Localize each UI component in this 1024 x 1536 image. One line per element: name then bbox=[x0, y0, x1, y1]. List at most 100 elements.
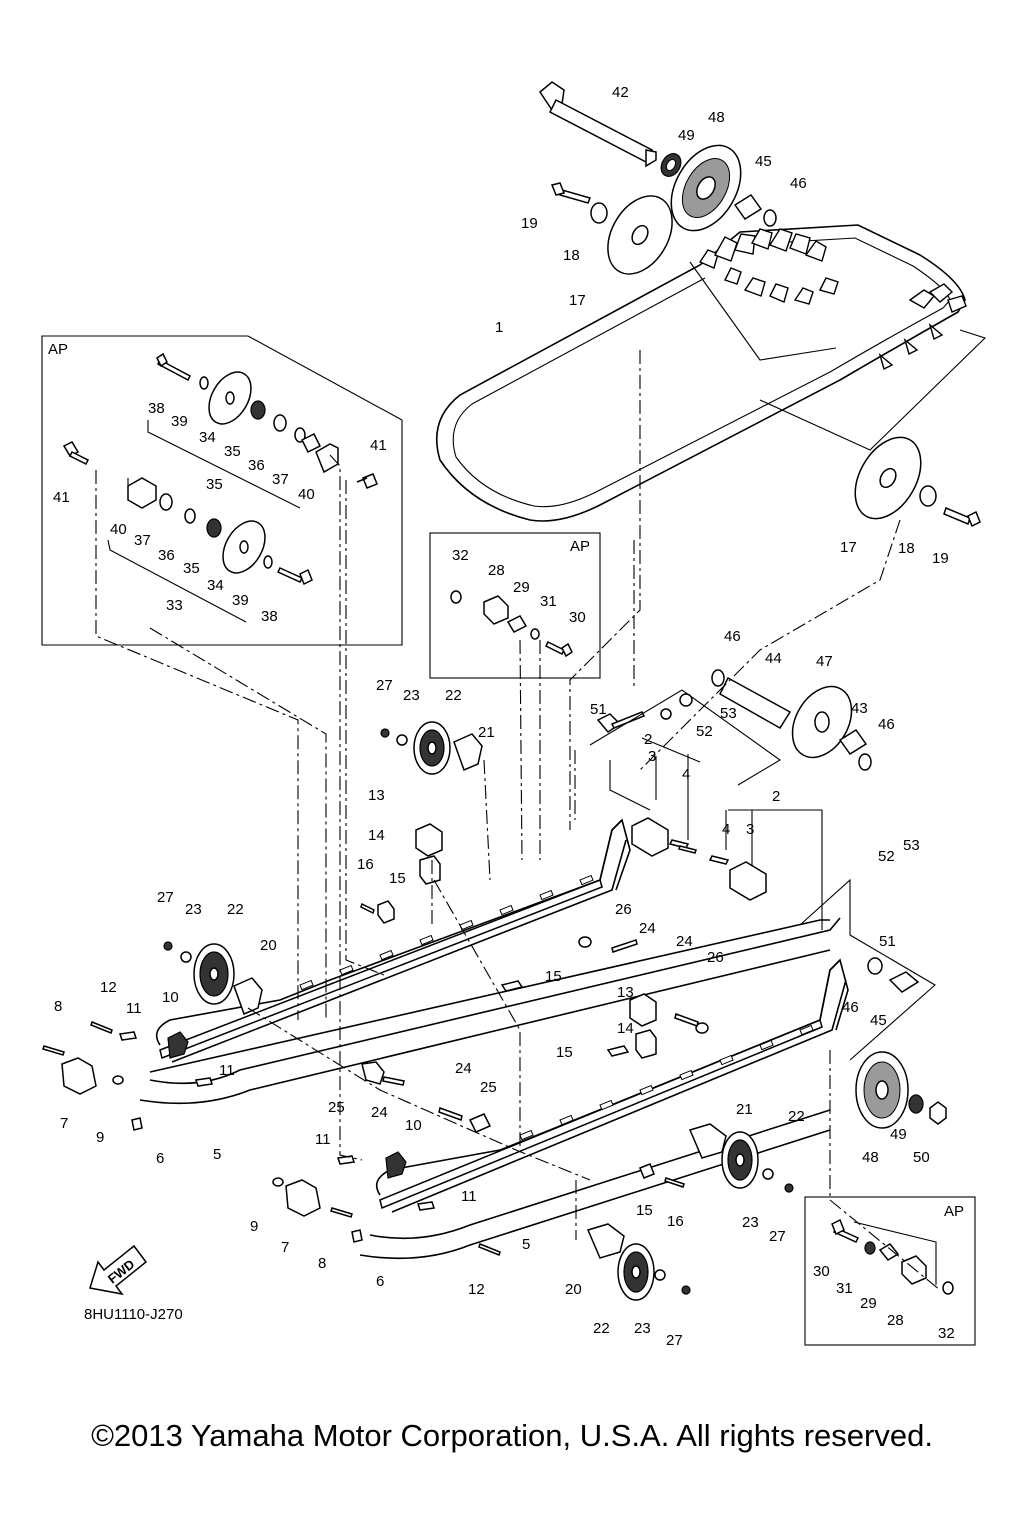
part-label: 48 bbox=[862, 1149, 879, 1166]
part-label: 12 bbox=[468, 1281, 485, 1298]
part-label: 46 bbox=[790, 175, 807, 192]
part-label: 44 bbox=[765, 650, 782, 667]
part-label: 41 bbox=[53, 489, 70, 506]
part-label: 40 bbox=[110, 521, 127, 538]
part-label: 51 bbox=[879, 933, 896, 950]
part-label: 2 bbox=[772, 788, 780, 805]
part-label: 43 bbox=[851, 700, 868, 717]
part-label: 27 bbox=[157, 889, 174, 906]
wheel-22-bottom bbox=[586, 1223, 691, 1301]
part-label: 17 bbox=[569, 292, 586, 309]
part-label: 18 bbox=[563, 247, 580, 264]
part-label: 32 bbox=[938, 1325, 955, 1342]
copyright-notice: ©2013 Yamaha Motor Corporation, U.S.A. A… bbox=[91, 1418, 933, 1453]
part-label: 17 bbox=[840, 539, 857, 556]
part-label: 53 bbox=[720, 705, 737, 722]
part-label: 1 bbox=[495, 319, 503, 336]
ap-left-parts bbox=[62, 352, 378, 623]
rail-hardware bbox=[42, 823, 709, 1256]
part-label: 45 bbox=[755, 153, 772, 170]
part-label: 51 bbox=[590, 701, 607, 718]
part-label: 25 bbox=[328, 1099, 345, 1116]
part-label: 19 bbox=[932, 550, 949, 567]
part-label: 22 bbox=[227, 901, 244, 918]
part-label: 14 bbox=[368, 827, 385, 844]
part-label: 25 bbox=[480, 1079, 497, 1096]
part-label: 12 bbox=[100, 979, 117, 996]
ap-label: AP bbox=[944, 1203, 964, 1220]
part-label: 26 bbox=[707, 949, 724, 966]
part-label: 24 bbox=[371, 1104, 388, 1121]
part-label: 38 bbox=[261, 608, 278, 625]
part-label: 15 bbox=[545, 968, 562, 985]
part-label: 24 bbox=[639, 920, 656, 937]
part-label: 45 bbox=[870, 1012, 887, 1029]
part-label: 37 bbox=[134, 532, 151, 549]
fwd-arrow: FWD bbox=[89, 1244, 148, 1296]
wheel-48-top bbox=[670, 144, 742, 232]
part-label: 8 bbox=[54, 998, 62, 1015]
part-label: 15 bbox=[636, 1202, 653, 1219]
part-label: 21 bbox=[736, 1101, 753, 1118]
part-label: 2 bbox=[644, 731, 652, 748]
part-label: 13 bbox=[368, 787, 385, 804]
rail-bracket-2-upper bbox=[609, 754, 690, 857]
wheel-22-upper-mid bbox=[380, 721, 483, 775]
mid-axle-group bbox=[589, 669, 872, 786]
part-label: 21 bbox=[478, 724, 495, 741]
part-label: 29 bbox=[513, 579, 530, 596]
part-label: 47 bbox=[816, 653, 833, 670]
part-label: 34 bbox=[207, 577, 224, 594]
part-label: 27 bbox=[376, 677, 393, 694]
ap-middle-parts bbox=[450, 590, 573, 658]
rear-axle-shaft bbox=[539, 81, 657, 168]
part-label: 6 bbox=[156, 1150, 164, 1167]
part-label: 22 bbox=[445, 687, 462, 704]
part-label: 5 bbox=[213, 1146, 221, 1163]
part-label: 52 bbox=[696, 723, 713, 740]
ap-label: AP bbox=[570, 538, 590, 555]
ap-bottom-parts bbox=[831, 1218, 954, 1295]
part-label: 8 bbox=[318, 1255, 326, 1272]
part-label: 4 bbox=[682, 766, 690, 783]
part-label: 34 bbox=[199, 429, 216, 446]
part-label: 31 bbox=[540, 593, 557, 610]
ap-box-left: AP bbox=[41, 335, 403, 646]
part-label: 31 bbox=[836, 1280, 853, 1297]
part-label: 26 bbox=[615, 901, 632, 918]
part-label: 36 bbox=[248, 457, 265, 474]
leader-lines bbox=[95, 350, 941, 1291]
part-label: 28 bbox=[488, 562, 505, 579]
part-label: 5 bbox=[522, 1236, 530, 1253]
collar-45-top bbox=[733, 193, 777, 227]
part-label: 30 bbox=[569, 609, 586, 626]
wheel-17-bottom bbox=[854, 436, 981, 528]
part-label: 40 bbox=[298, 486, 315, 503]
part-label: 46 bbox=[878, 716, 895, 733]
part-label: 23 bbox=[634, 1320, 651, 1337]
part-label: 11 bbox=[219, 1062, 235, 1079]
rail-right bbox=[139, 818, 841, 1105]
ap-box-bottom-right: AP bbox=[804, 1196, 976, 1346]
part-label: 20 bbox=[565, 1281, 582, 1298]
part-label: 37 bbox=[272, 471, 289, 488]
part-label: 3 bbox=[648, 748, 656, 765]
part-label: 46 bbox=[842, 999, 859, 1016]
rail-bracket-2-lower bbox=[708, 809, 823, 930]
part-label: 33 bbox=[166, 597, 183, 614]
part-label: 36 bbox=[158, 547, 175, 564]
part-label: 28 bbox=[887, 1312, 904, 1329]
part-label: 3 bbox=[746, 821, 754, 838]
part-label: 35 bbox=[224, 443, 241, 460]
part-label: 24 bbox=[676, 933, 693, 950]
part-label: 16 bbox=[357, 856, 374, 873]
diagram-code: 8HU1110-J270 bbox=[84, 1306, 183, 1323]
part-label: 23 bbox=[742, 1214, 759, 1231]
part-label: 46 bbox=[724, 628, 741, 645]
part-labels: 42 48 49 45 46 19 18 17 1 17 18 19 38 39… bbox=[53, 84, 955, 1349]
part-label: 27 bbox=[769, 1228, 786, 1245]
part-label: 22 bbox=[593, 1320, 610, 1337]
part-label: 35 bbox=[206, 476, 223, 493]
part-label: 15 bbox=[389, 870, 406, 887]
part-label: 29 bbox=[860, 1295, 877, 1312]
